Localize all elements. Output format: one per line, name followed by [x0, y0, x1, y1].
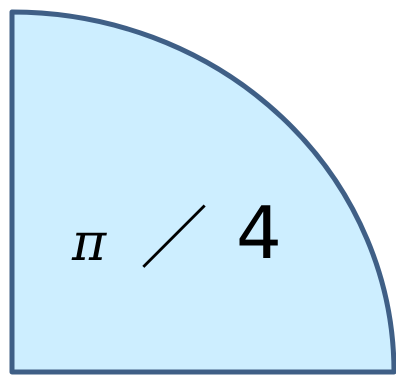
quarter-circle-sector	[9, 9, 396, 375]
label-pi: π	[71, 213, 107, 273]
label-slash: ／	[140, 200, 208, 279]
label-four: 4	[236, 191, 282, 275]
